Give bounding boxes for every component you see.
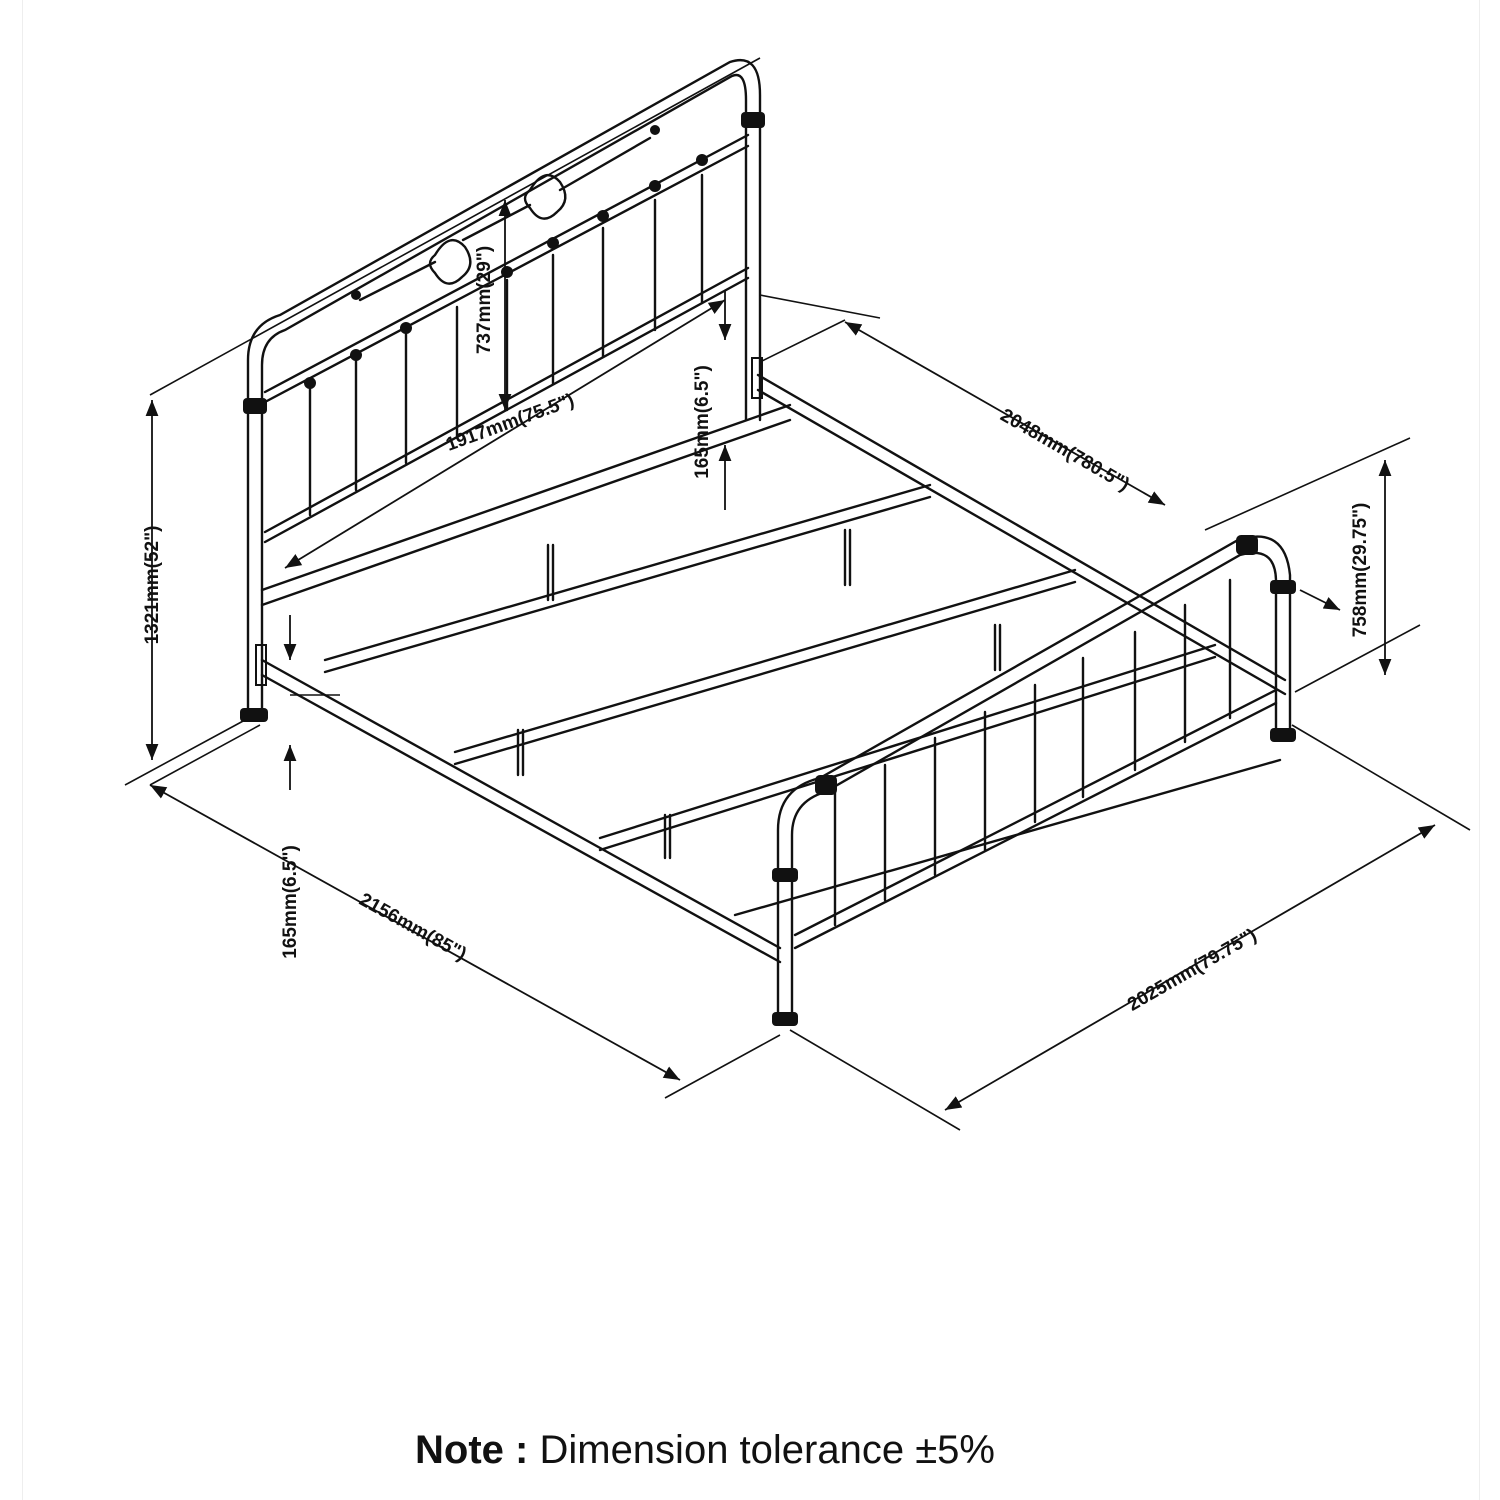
footboard-finials (772, 535, 1296, 1026)
headboard-left-foot (240, 708, 268, 722)
label-overall-width: 2025mm(79.75") (1124, 925, 1260, 1016)
dim-overall-width (944, 824, 1436, 1111)
footboard (772, 535, 1296, 1026)
label-headboard-height: 1321mm(52") (142, 526, 163, 645)
headboard-spindles (308, 173, 704, 517)
rail-bracket-left (255, 644, 267, 686)
left-side-rail (260, 658, 782, 964)
bed-frame-rails (255, 357, 1287, 964)
footboard-left-foot (772, 1012, 798, 1026)
slat-1 (323, 483, 932, 674)
dim-overall-length (149, 784, 681, 1081)
footboard-right-foot (1270, 728, 1296, 742)
rail-bracket-right (751, 357, 763, 399)
note-text: Dimension tolerance ±5% (539, 1428, 995, 1472)
label-overall-length: 2156mm(85") (356, 889, 470, 965)
label-clearance-back: 165mm(6.5") (692, 365, 713, 479)
headboard-finials (243, 112, 765, 414)
note-label: Note : (415, 1428, 529, 1472)
center-support-legs (516, 528, 1002, 860)
label-footboard-height: 758mm(29.75") (1350, 503, 1371, 638)
headboard-frame-outer (246, 58, 762, 717)
slat-3 (598, 643, 1217, 852)
dim-side-length (844, 321, 1166, 506)
diagram-frame (22, 0, 1480, 1500)
dimension-lines (124, 57, 1471, 1131)
slat-2 (453, 568, 1077, 766)
headboard-ornaments (358, 136, 652, 302)
label-side-length: 2048mm(780.5") (997, 405, 1133, 496)
tolerance-note: Note : Dimension tolerance ±5% (0, 1428, 1410, 1473)
dim-footboard-offset (1299, 589, 1341, 611)
label-panel-height: 737mm(29") (474, 246, 495, 354)
dim-headboard-width (284, 299, 726, 569)
footboard-frame-inner (790, 551, 1278, 1020)
footboard-spindles (833, 578, 1232, 927)
dimension-labels: 737mm(29") 1917mm(75.5") 165mm(6.5") 204… (142, 246, 1371, 1016)
label-clearance-front: 165mm(6.5") (280, 845, 301, 959)
headboard (240, 58, 765, 722)
